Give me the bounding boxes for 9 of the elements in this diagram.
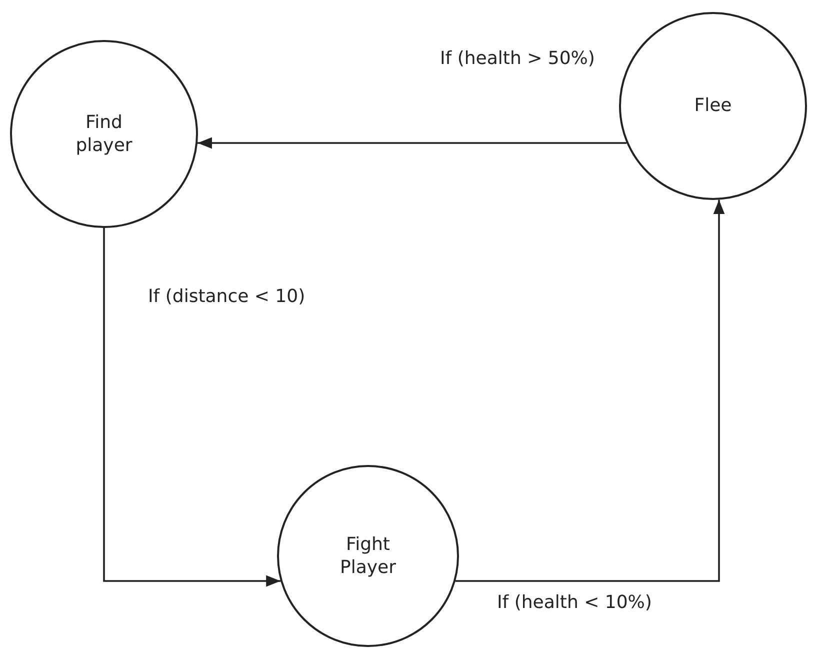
state-name: Flee <box>694 94 732 118</box>
edge-label: If (distance < 10) <box>148 286 306 307</box>
edge-label: If (health > 50%) <box>440 48 595 69</box>
state-name: Fight Player <box>338 532 397 580</box>
edge-label: If (health < 10%) <box>497 592 652 613</box>
transition-arrow <box>103 228 280 587</box>
transition-arrow <box>456 200 725 582</box>
transition-arrow <box>198 137 627 149</box>
state-name: Find player <box>74 110 134 158</box>
